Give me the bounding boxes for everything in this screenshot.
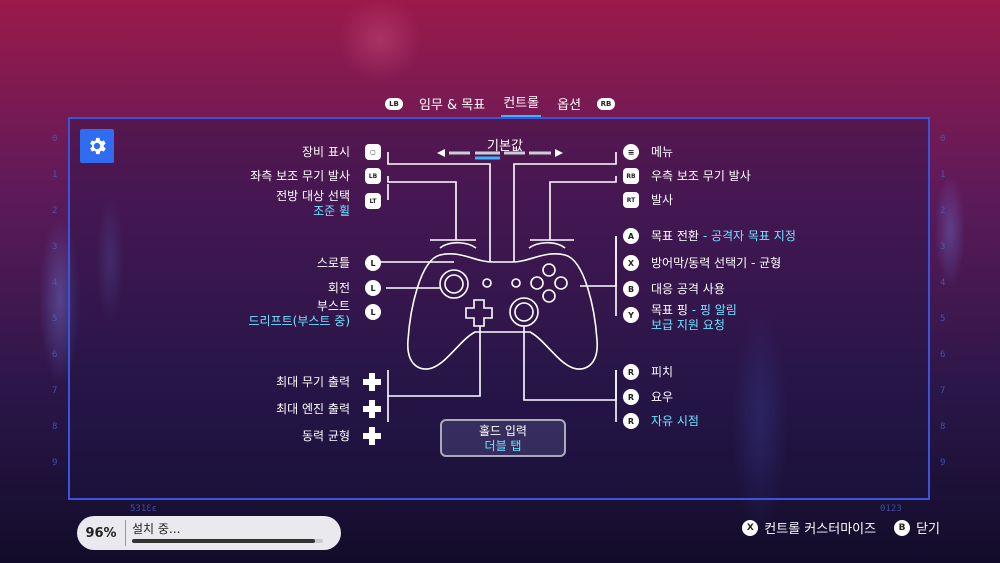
- install-progress-bar: [132, 539, 323, 543]
- label-drift: 드리프트(부스트 중): [248, 314, 351, 328]
- customize-controls-button[interactable]: X 컨트롤 커스터마이즈: [742, 518, 876, 537]
- b-button-icon: B: [894, 519, 911, 536]
- lb-bumper-icon[interactable]: LB: [384, 98, 403, 110]
- right-stick-vertical-icon: R: [623, 364, 639, 380]
- settings-button[interactable]: [80, 129, 114, 163]
- close-label: 닫기: [916, 522, 940, 537]
- label-supply: 보급 지원 요청: [651, 318, 725, 332]
- label-max-weapon: 최대 무기 출력: [276, 375, 350, 389]
- label-pitch: 피치: [651, 365, 674, 379]
- close-button[interactable]: B 닫기: [894, 518, 940, 537]
- double-tap-text: 더블 탭: [484, 439, 522, 453]
- install-progress-fill: [132, 539, 316, 543]
- tab-missions[interactable]: 임무 & 목표: [418, 97, 486, 113]
- label-yaw: 요우: [651, 390, 674, 404]
- left-stick-click-icon: L: [365, 304, 381, 320]
- dpad-icon: [363, 427, 381, 445]
- preset-label: 기본값: [487, 139, 523, 154]
- lt-icon: LT: [365, 193, 381, 209]
- label-target-switch: 목표 전환 - 공격자 목표 지정: [651, 229, 796, 243]
- label-max-engine: 최대 엔진 출력: [276, 402, 350, 416]
- label-menu: 메뉴: [651, 145, 674, 159]
- y-button-icon: Y: [623, 307, 639, 323]
- customize-label: 컨트롤 커스터마이즈: [764, 522, 877, 537]
- b-button-icon: B: [623, 281, 639, 297]
- install-status: 설치 중...: [132, 522, 181, 536]
- right-stick-horizontal-icon: R: [623, 389, 639, 405]
- hold-input-text: 홀드 입력: [479, 424, 527, 438]
- tab-bar: LB 임무 & 목표 컨트롤 옵션 RB: [0, 90, 1000, 118]
- x-button-icon: X: [742, 519, 759, 536]
- tab-controls[interactable]: 컨트롤: [501, 90, 542, 118]
- dpad-icon: [363, 373, 381, 391]
- hold-legend: 홀드 입력 더블 탭: [440, 419, 566, 457]
- preset-selector[interactable]: 기본값: [440, 135, 570, 154]
- right-stick-click-icon: R: [623, 413, 639, 429]
- decorative-code-bottom: 531Ɛε: [130, 504, 158, 514]
- left-stick-vertical-icon: L: [365, 255, 381, 271]
- tab-options[interactable]: 옵션: [557, 97, 582, 113]
- rt-icon: RT: [623, 192, 639, 208]
- label-free-look: 자유 시점: [651, 414, 699, 428]
- label-power-balance: 동력 균형: [302, 429, 350, 443]
- label-throttle: 스로틀: [316, 256, 350, 270]
- label-rotate: 회전: [327, 281, 350, 295]
- x-button-icon: X: [623, 255, 639, 271]
- label-forward-target: 전방 대상 선택: [276, 189, 350, 203]
- rb-icon: RB: [623, 168, 639, 184]
- gear-icon: [90, 137, 106, 155]
- install-percent: 96%: [85, 525, 117, 541]
- install-progress: 96% 설치 중...: [77, 516, 341, 550]
- rb-bumper-icon[interactable]: RB: [597, 98, 616, 110]
- label-boost: 부스트: [316, 299, 350, 313]
- left-stick-horizontal-icon: L: [365, 280, 381, 296]
- dpad-icon: [363, 400, 381, 418]
- label-fire: 발사: [651, 193, 674, 207]
- label-zoom-wheel: 조준 휠: [313, 204, 350, 218]
- label-right-secondary: 우측 보조 무기 발사: [651, 169, 751, 183]
- menu-button-icon: ≡: [623, 144, 639, 160]
- label-counter: 대응 공격 사용: [651, 282, 725, 296]
- decorative-code-bottom: 0123: [880, 504, 902, 514]
- label-shield-selector: 방어막/동력 선택기 - 균형: [651, 256, 782, 270]
- bottom-actions: X 컨트롤 커스터마이즈 B 닫기: [742, 518, 940, 537]
- a-button-icon: A: [623, 228, 639, 244]
- label-target-ping: 목표 핑 - 핑 알림: [651, 303, 737, 317]
- label-left-secondary: 좌측 보조 무기 발사: [250, 169, 350, 183]
- controls-panel: [68, 117, 930, 500]
- lb-icon: LB: [365, 168, 381, 184]
- label-equip: 장비 표시: [302, 145, 350, 159]
- view-button-icon: ▢: [365, 144, 381, 160]
